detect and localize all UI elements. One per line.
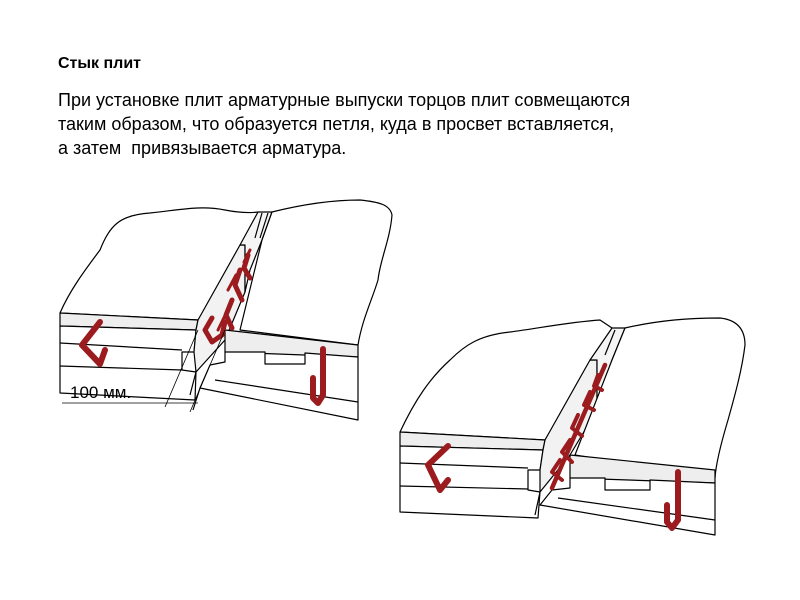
- description-line-1: При установке плит арматурные выпуски то…: [58, 90, 631, 110]
- right-slab-inner-line: [214, 379, 359, 403]
- extension-line-1: [164, 329, 199, 408]
- extension-line-2: [189, 329, 226, 413]
- joint-seam: [189, 371, 197, 396]
- right-fig-joint-seam: [534, 491, 541, 516]
- right-fig-rebar-hook-right: [664, 469, 681, 531]
- right-fig-right-inner-line: [557, 497, 716, 521]
- right-fig-left-slab-top: [399, 319, 613, 441]
- right-slab-joint: [399, 317, 746, 536]
- page-title: Стык плит: [58, 55, 142, 72]
- right-fig-rebar-loops: [550, 373, 604, 482]
- right-fig-right-slab-face: [539, 477, 716, 536]
- left-slab-inner-line-2: [59, 365, 183, 371]
- dimension-lines: [62, 329, 226, 413]
- groove-line-2: [259, 212, 269, 239]
- right-rebar-group: [425, 362, 681, 531]
- groove-line: [254, 212, 263, 239]
- dimension-label: 100 мм.: [70, 383, 131, 402]
- description-line-3: а затем привязывается арматура.: [58, 138, 347, 158]
- rebar-hook-right-slab: [310, 346, 326, 406]
- right-fig-right-slab-top: [574, 317, 746, 479]
- description-line-2: таким образом, что образуется петля, куд…: [58, 114, 615, 134]
- right-fig-left-slab-face: [399, 445, 544, 519]
- rebar-hook-left-slab: [79, 319, 108, 367]
- rebar-loop-joint-2: [216, 248, 252, 332]
- description-text: При установке плит арматурные выпуски то…: [58, 88, 630, 160]
- right-slab-top-surface: [239, 199, 393, 346]
- right-fig-left-inner-line: [399, 462, 529, 469]
- right-fig-groove-line: [604, 329, 616, 356]
- right-fig-rebar-hook-left: [425, 443, 451, 493]
- left-rebar-group: [79, 248, 326, 406]
- right-fig-left-inner-line-2: [399, 485, 529, 490]
- right-slab-front-face: [199, 351, 359, 421]
